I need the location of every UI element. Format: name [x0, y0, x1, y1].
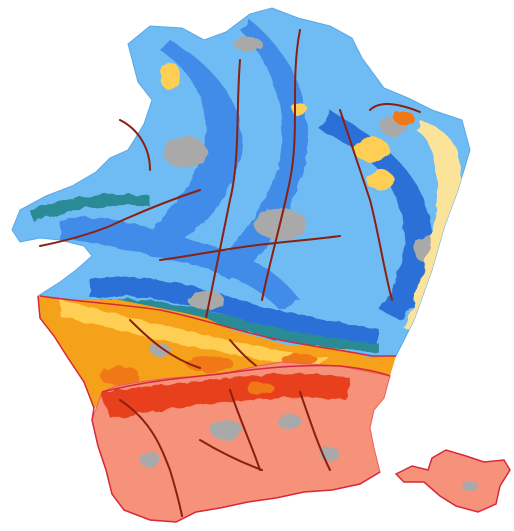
river-north-5 [369, 103, 421, 113]
grey-patch-mid [150, 343, 170, 357]
dark-orange-patch-2 [186, 356, 234, 372]
river-south-2 [229, 389, 261, 471]
river-north-7 [119, 119, 151, 171]
southern-rivers [119, 389, 331, 517]
river-north-4 [39, 189, 201, 247]
boundary-south-outline [91, 419, 381, 523]
boundary-west-outline [37, 295, 95, 421]
region-exclave-base [394, 449, 511, 513]
grey-patch-south-3 [140, 452, 160, 468]
river-north-2 [205, 59, 241, 319]
river-south-1 [119, 399, 183, 517]
orange-patch-5 [292, 104, 308, 116]
river-south-3 [299, 391, 331, 471]
mid-blue-band-1 [140, 40, 242, 250]
orange-patch-2 [366, 170, 394, 190]
northern-rivers [39, 29, 421, 319]
river-mid-1 [129, 319, 201, 369]
boundary-north-mid [39, 295, 396, 357]
northern-blue-plateau [11, 7, 471, 359]
built-up-area-5 [188, 290, 224, 310]
river-north-6 [159, 235, 341, 261]
grey-patch-exclave [462, 481, 478, 491]
river-north-3 [339, 109, 393, 301]
grey-patch-south-1 [210, 420, 242, 440]
river-south-4 [199, 439, 263, 471]
built-up-area-1 [163, 136, 207, 168]
southern-salmon-zone [91, 361, 391, 523]
orange-patch-south [246, 382, 274, 394]
boundary-lines [37, 295, 396, 523]
mid-blue-band-4 [60, 217, 300, 310]
grey-patch-south-2 [278, 414, 302, 430]
red-band-south [100, 373, 350, 418]
built-up-area-3 [234, 36, 262, 52]
orange-patch-1 [354, 138, 390, 162]
teal-band-2 [30, 194, 150, 222]
dark-orange-patch-1 [100, 366, 140, 386]
light-orange-band [60, 300, 330, 366]
central-orange-belt [38, 296, 396, 408]
orange-patch-4 [394, 111, 414, 125]
river-north-1 [261, 29, 301, 301]
boundary-mid-south [101, 364, 391, 393]
mid-blue-band-3 [320, 110, 433, 320]
eastern-exclave [394, 449, 511, 513]
yellow-patch-east [404, 120, 462, 330]
orange-patch-3 [160, 62, 180, 90]
mid-blue-band-5 [90, 276, 380, 346]
